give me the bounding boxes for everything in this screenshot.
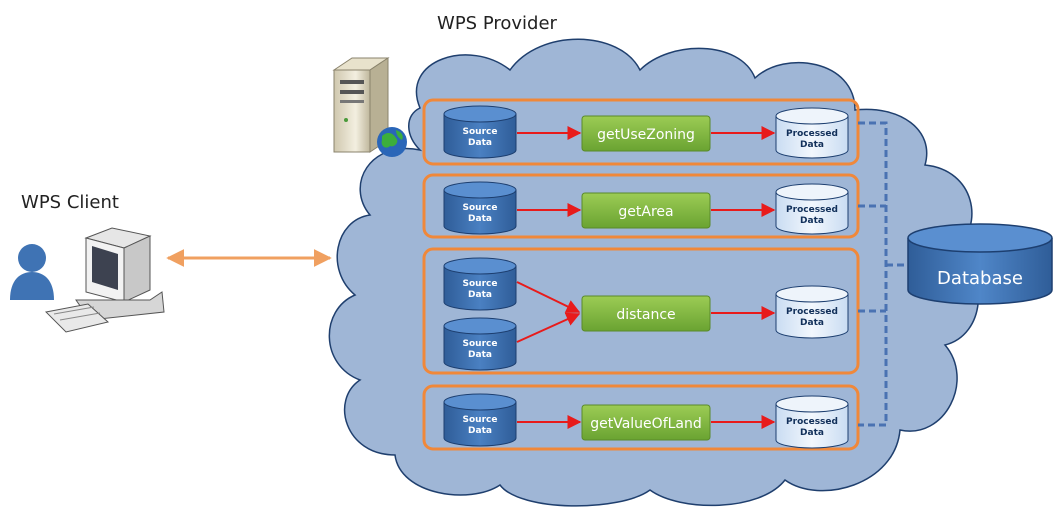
source-data-label-line1: Source — [463, 203, 498, 213]
process-label: getUseZoning — [597, 127, 695, 143]
flow-arrow — [516, 281, 581, 313]
processed-data-cylinder: Processed Data — [775, 107, 849, 159]
source-data-label-line1: Source — [463, 415, 498, 425]
process-box-getarea: getArea — [581, 192, 711, 229]
source-data-label-line2: Data — [468, 138, 492, 148]
processed-data-cylinder: Processed Data — [775, 285, 849, 339]
source-data-cylinder: Source Data — [443, 393, 517, 447]
source-data-cylinder: Source Data — [443, 317, 517, 371]
processed-data-label-line2: Data — [800, 216, 824, 226]
source-data-label-line1: Source — [463, 339, 498, 349]
process-box-getvalueofland: getValueOfLand — [581, 404, 711, 441]
processed-data-label-line2: Data — [800, 318, 824, 328]
database-label: Database — [937, 268, 1023, 289]
processed-data-cylinder: Processed Data — [775, 395, 849, 449]
processed-data-label-line2: Data — [800, 428, 824, 438]
computer-icon — [44, 227, 165, 333]
processed-data-label-line1: Processed — [786, 129, 838, 139]
source-data-cylinder: Source Data — [443, 257, 517, 311]
process-label: getValueOfLand — [590, 416, 702, 432]
source-data-label-line2: Data — [468, 214, 492, 224]
database-connectors — [858, 121, 908, 427]
user-icon — [10, 244, 54, 300]
process-label: getArea — [618, 204, 673, 220]
processed-data-label-line1: Processed — [786, 307, 838, 317]
wps-client-title: WPS Client — [21, 192, 119, 213]
process-label: distance — [616, 307, 675, 323]
processed-data-label-line1: Processed — [786, 417, 838, 427]
process-box-getusezoning: getUseZoning — [581, 115, 711, 152]
source-data-cylinder: Source Data — [443, 181, 517, 235]
source-data-label-line2: Data — [468, 350, 492, 360]
processed-data-label-line2: Data — [800, 140, 824, 150]
source-data-label-line1: Source — [463, 127, 498, 137]
processed-data-cylinder: Processed Data — [775, 183, 849, 235]
server-icon — [332, 57, 407, 157]
source-data-label-line1: Source — [463, 279, 498, 289]
source-data-cylinder: Source Data — [443, 105, 517, 159]
process-box-distance: distance — [581, 295, 711, 332]
source-data-label-line2: Data — [468, 426, 492, 436]
process-group-1: Source Data getUseZoning Processed Data — [422, 98, 860, 166]
source-data-label-line2: Data — [468, 290, 492, 300]
database-cylinder: Database — [907, 223, 1053, 305]
process-group-4: Source Data getValueOfLand Processed Dat… — [422, 384, 860, 451]
wps-provider-title: WPS Provider — [437, 13, 558, 34]
processed-data-label-line1: Processed — [786, 205, 838, 215]
flow-arrow — [516, 312, 581, 343]
